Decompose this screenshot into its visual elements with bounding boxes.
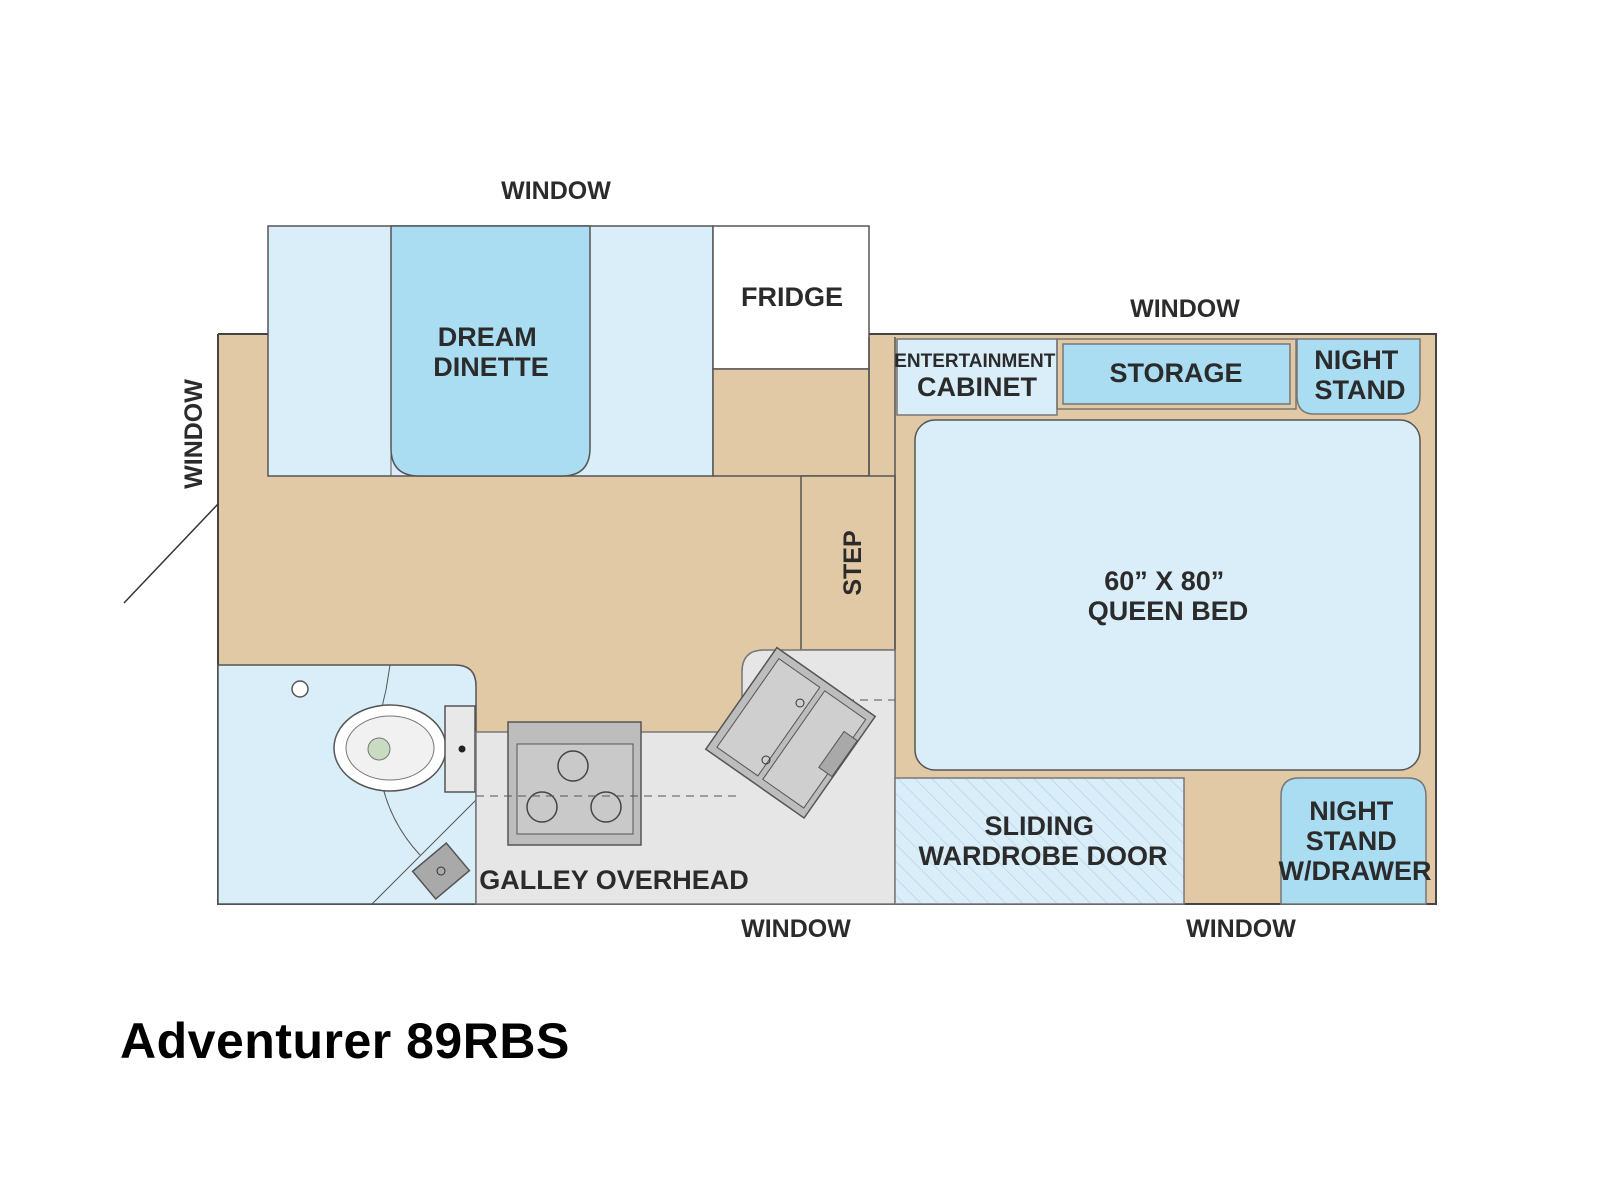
burner-icon xyxy=(526,791,558,823)
door-swing xyxy=(123,503,219,604)
faucet-icon xyxy=(818,730,858,778)
dinette-label: DREAM DINETTE xyxy=(433,322,549,382)
drain-icon xyxy=(291,680,309,698)
model-title: Adventurer 89RBS xyxy=(120,1013,570,1069)
window-label-bedroom-top: WINDOW xyxy=(1130,295,1240,323)
bath-sink-icon xyxy=(411,842,471,900)
burner-icon xyxy=(590,791,622,823)
toilet-button-icon xyxy=(458,745,466,753)
storage-label: STORAGE xyxy=(1109,358,1242,388)
queen-bed xyxy=(914,419,1421,771)
storage xyxy=(1062,343,1291,405)
window-label-bottom-center: WINDOW xyxy=(741,915,851,943)
stove-top-icon xyxy=(516,743,634,835)
sink-drain-icon xyxy=(761,755,771,765)
storage-back xyxy=(1056,338,1297,410)
bath-diagonal xyxy=(371,799,477,905)
toilet-flush-icon xyxy=(367,737,391,761)
fridge xyxy=(712,225,870,370)
night-stand-top-label: NIGHT STAND xyxy=(1314,345,1406,405)
wardrobe-label: SLIDING WARDROBE DOOR xyxy=(919,811,1168,871)
night-stand-bottom xyxy=(1280,777,1427,905)
fridge-base xyxy=(712,368,870,477)
night-stand-bottom-label: NIGHT STAND W/DRAWER xyxy=(1279,796,1432,886)
sliding-wardrobe xyxy=(894,777,1185,905)
burner-icon xyxy=(557,750,589,782)
queen-bed-label: 60” X 80” QUEEN BED xyxy=(1088,566,1249,626)
window-label-top: WINDOW xyxy=(501,177,611,205)
window-label-bottom-right: WINDOW xyxy=(1186,915,1296,943)
night-stand-top xyxy=(1296,338,1421,415)
sink-drain-icon xyxy=(795,698,805,708)
dinette-table xyxy=(390,225,591,477)
step xyxy=(800,475,896,651)
step-label: STEP xyxy=(839,530,867,595)
window-label-left: WINDOW xyxy=(180,379,208,489)
fridge-label: FRIDGE xyxy=(741,282,843,312)
shower-curtain xyxy=(385,664,391,691)
entertainment-cabinet-label: ENTERTAINMENT CABINET xyxy=(894,351,1060,402)
bath-sink-drain-icon xyxy=(436,866,446,876)
galley-label: GALLEY OVERHEAD xyxy=(479,865,749,895)
